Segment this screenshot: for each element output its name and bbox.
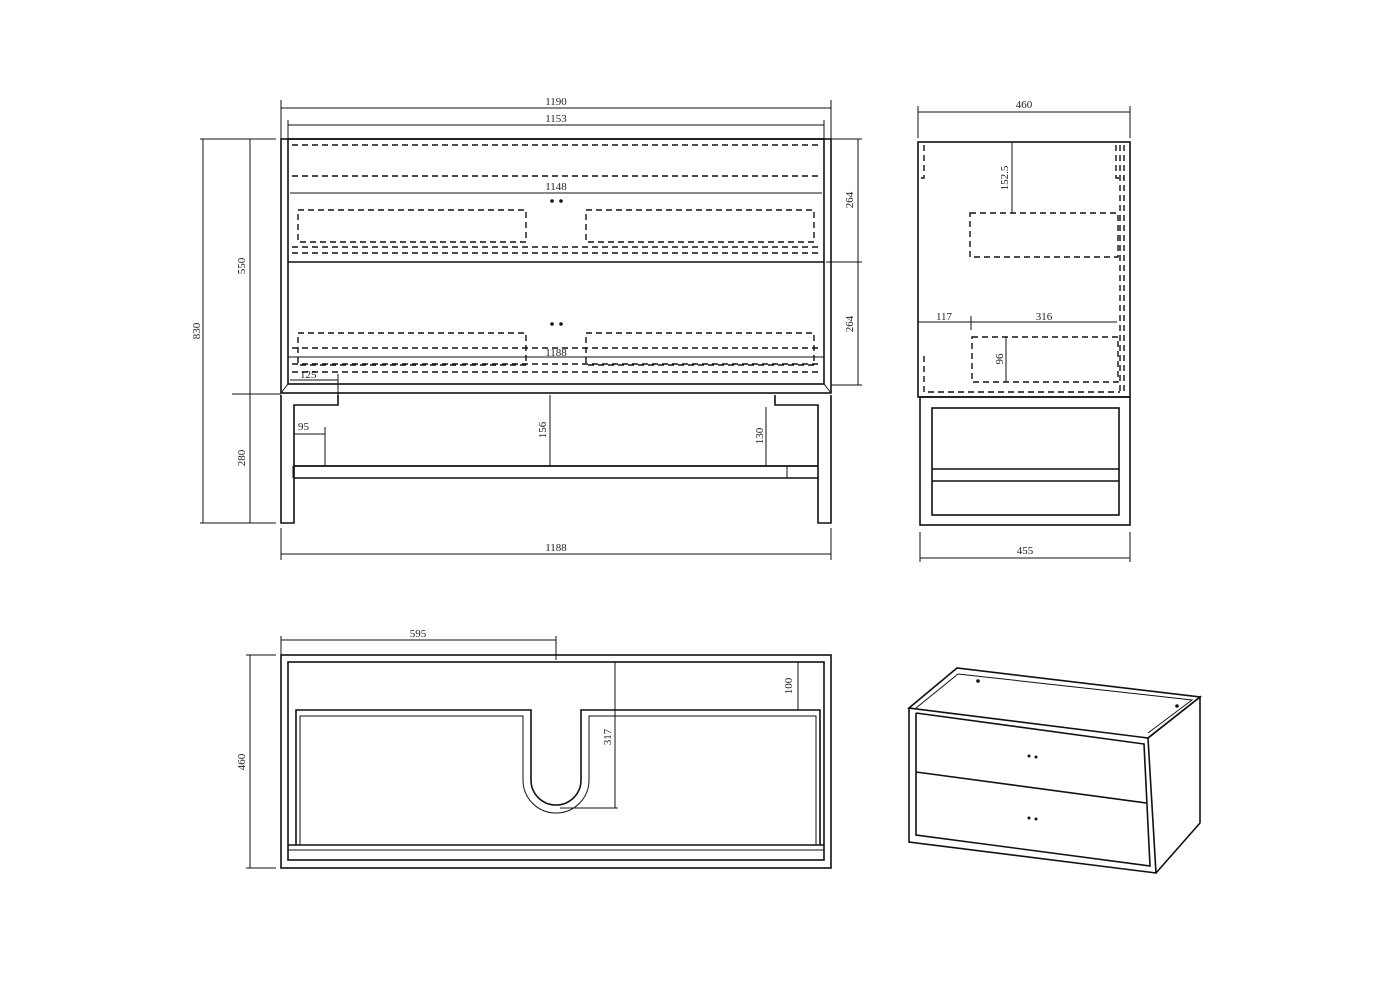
- dim-drawer-width: 1148: [545, 181, 567, 193]
- handle-dot: [1034, 755, 1038, 759]
- dim-overall-width: 1190: [545, 96, 567, 108]
- handle-dot: [550, 322, 554, 326]
- dim-total-height: 830: [191, 322, 203, 339]
- dim-drawer-depth: 316: [1036, 311, 1053, 323]
- dim-base-center-height: 156: [537, 421, 549, 438]
- dim-cabinet-height: 550: [236, 257, 248, 274]
- handle-dot: [559, 322, 563, 326]
- dim-back-offset: 100: [783, 677, 795, 694]
- handle-dot: [1027, 816, 1031, 820]
- dim-inner-width: 1153: [545, 113, 567, 125]
- dim-lower-width: 1188: [545, 347, 567, 359]
- dim-bottom-drawer-height: 264: [844, 315, 856, 332]
- top-view: 595 100 317 460: [236, 628, 832, 869]
- dim-top-drawer-height: 264: [844, 191, 856, 208]
- handle-dot: [1034, 817, 1038, 821]
- dim-top-depth: 460: [236, 753, 248, 770]
- top-outline: [280, 654, 832, 869]
- base-frame: [280, 395, 832, 524]
- handle-dot: [550, 199, 554, 203]
- dim-drawer-inner-height: 96: [994, 353, 1006, 365]
- dim-inset: 125: [300, 369, 317, 381]
- dim-base-width: 1188: [545, 542, 567, 554]
- dim-sink-center: 595: [410, 628, 427, 640]
- dim-base-depth: 455: [1017, 545, 1034, 557]
- isometric-view: [907, 667, 1203, 874]
- dim-front-offset: 117: [936, 311, 953, 323]
- handle-dot: [1027, 754, 1031, 758]
- dim-base-height: 280: [236, 449, 248, 466]
- handle-dot: [559, 199, 563, 203]
- dim-depth: 460: [1016, 99, 1033, 111]
- dim-leg-offset: 95: [298, 421, 310, 433]
- dim-base-side-height: 130: [754, 427, 766, 444]
- dim-cutout-depth: 317: [602, 728, 614, 745]
- side-view: 460 152.5 117 316 96 455: [917, 99, 1131, 562]
- dim-top-offset: 152.5: [999, 165, 1011, 190]
- front-view: 1190 1153 1148 1188 125 830 550 280 264 …: [191, 96, 862, 560]
- side-outline: [917, 141, 1131, 398]
